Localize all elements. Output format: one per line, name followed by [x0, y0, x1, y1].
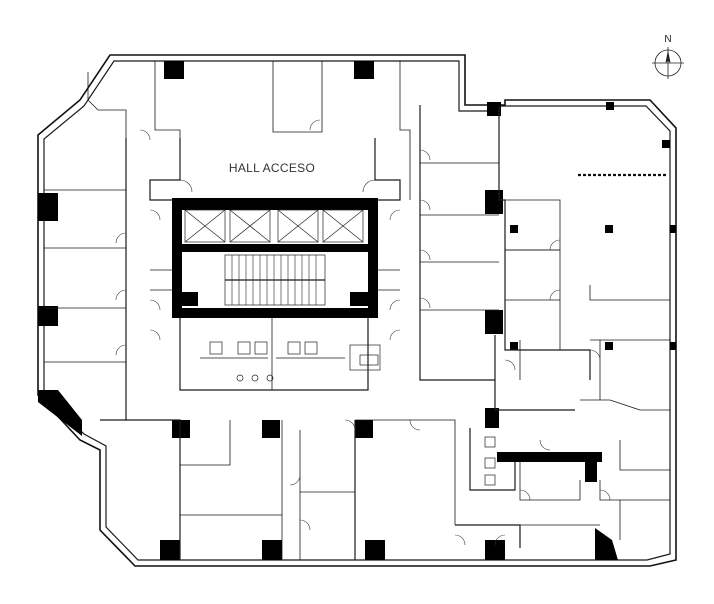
stair	[224, 254, 326, 306]
hall-acceso-label: HALL ACCESO	[229, 161, 315, 175]
elevator-cabs	[184, 209, 364, 243]
core-restrooms	[179, 318, 381, 391]
north-label: N	[664, 34, 671, 45]
building-core	[149, 138, 401, 391]
lower-right-restroom	[469, 428, 670, 540]
bottom-wing-offices	[126, 419, 600, 560]
right-wing-offices	[419, 105, 670, 411]
north-arrow-icon: N	[652, 34, 684, 79]
structural-columns	[38, 61, 676, 560]
